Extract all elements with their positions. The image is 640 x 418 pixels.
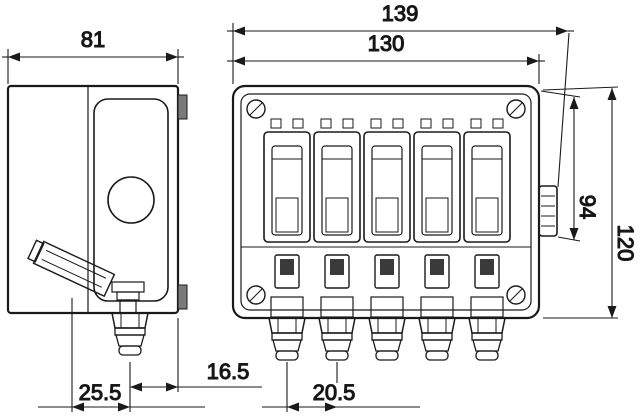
dimension-flange-height-94: 94	[540, 90, 601, 242]
dimension-gland-front-offset-16-5: 16.5	[129, 318, 262, 412]
dimension-body-height-120: 120	[542, 86, 639, 319]
dimension-overall-width-139: 139	[227, 0, 574, 188]
side-view	[6, 84, 188, 356]
cable-gland	[468, 317, 506, 361]
inspection-window	[107, 176, 155, 224]
cable-gland	[268, 317, 306, 361]
fuse-module	[463, 118, 511, 318]
cover-profile	[93, 98, 169, 302]
dim-depth-label: 81	[81, 27, 105, 52]
dimension-body-width-130: 130	[227, 30, 545, 84]
terminal-stem	[111, 281, 145, 314]
wall-mount-tab	[177, 94, 188, 120]
front-view	[231, 84, 558, 361]
dim-flange-height-label: 94	[575, 195, 600, 219]
cable-gland	[318, 317, 356, 361]
side-flange	[538, 185, 558, 237]
earthing-clamp	[27, 239, 116, 298]
fuse-module	[413, 118, 461, 318]
dimension-depth-81: 81	[2, 26, 184, 84]
dimension-gland-pitch-20-5: 20.5	[262, 362, 420, 412]
dimension-gland-side-offset-25-5: 25.5	[38, 298, 205, 412]
fuse-module	[313, 118, 361, 318]
dim-body-width-label: 130	[368, 31, 405, 56]
fuse-module	[363, 118, 411, 318]
dim-gland-front-offset-label: 16.5	[207, 359, 250, 384]
wall-mount-tab	[177, 284, 188, 310]
cable-gland	[368, 317, 406, 361]
dim-gland-side-offset-label: 25.5	[79, 380, 122, 405]
cable-gland	[111, 312, 149, 356]
corner-screw	[246, 99, 526, 305]
cable-gland	[418, 317, 456, 361]
dim-overall-width-label: 139	[382, 1, 419, 26]
fuse-module	[263, 118, 311, 318]
dim-body-height-label: 120	[613, 225, 638, 262]
dim-gland-pitch-label: 20.5	[313, 380, 356, 405]
